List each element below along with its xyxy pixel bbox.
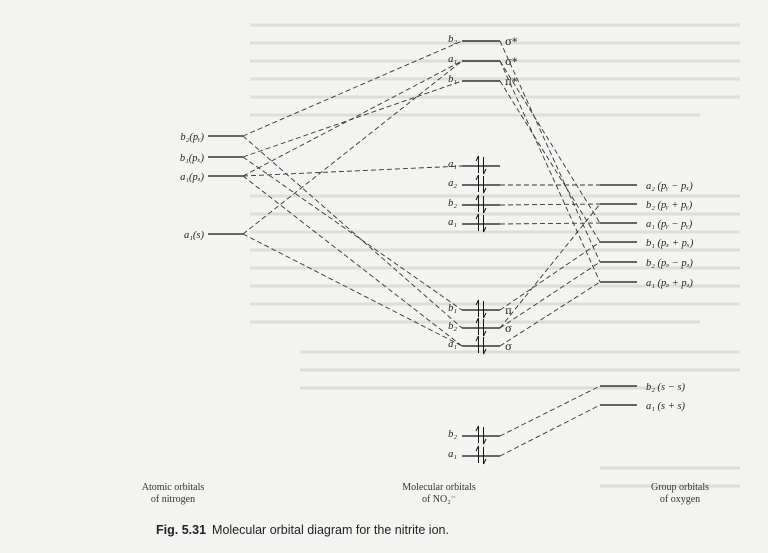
electron-pair [475, 174, 487, 194]
spin-down-arrowhead [483, 168, 487, 175]
correlation-line [499, 404, 601, 457]
correlation-lines [242, 40, 601, 457]
mo-level-label: b₂ [448, 321, 457, 332]
mo-level-label: a₁ [448, 54, 457, 65]
oxygen-level-label: a₁ (s + s) [646, 401, 686, 412]
correlation-line [242, 40, 463, 137]
electron-pair [475, 317, 487, 337]
electron-pair [475, 155, 487, 175]
mo-column-label-line2: of NO₂⁻ [421, 494, 457, 505]
mo-level-label: b₂ [448, 198, 457, 209]
oxygen-column-label-line2: of oxygen [659, 494, 701, 505]
correlation-line [499, 281, 601, 347]
mo-symmetry-tag: π* [505, 76, 518, 88]
oxygen-level-label: a₂ (pᵧ − pₓ) [646, 181, 693, 192]
nitrogen-level-label: b₁(pₓ) [180, 153, 205, 164]
correlation-line [242, 60, 463, 235]
correlation-line [499, 203, 601, 206]
correlation-line [242, 165, 463, 177]
spin-up-arrowhead [475, 174, 479, 181]
oxygen-level-label: a₁ (pₔ + pₔ) [646, 278, 693, 289]
mo-column-label: Molecular orbitals of NO₂⁻ [384, 482, 494, 506]
correlation-line [499, 241, 601, 311]
mo-symmetry-tag: σ* [505, 36, 518, 48]
spin-up-arrowhead [475, 213, 479, 220]
spin-down-arrowhead [483, 312, 487, 319]
spin-up-arrowhead [475, 299, 479, 306]
nitrogen-level-label: a₁(s) [184, 230, 204, 241]
spin-down-arrowhead [483, 207, 487, 214]
correlation-line [499, 222, 601, 225]
nitrogen-level-label: b₂(pᵧ) [180, 132, 204, 143]
figure-number: Fig. 5.31 [156, 523, 207, 537]
mo-level-label: b₂ [448, 34, 457, 45]
correlation-line [242, 156, 463, 311]
mo-column-label-line1: Molecular orbitals [402, 482, 476, 493]
spin-down-arrowhead [483, 330, 487, 337]
correlation-line [242, 175, 463, 347]
oxygen-level-label: b₂ (pₔ − pₔ) [646, 258, 693, 269]
electron-pair [475, 194, 487, 214]
electron-pair [475, 445, 487, 465]
mo-symmetry-tag: σ* [505, 56, 518, 68]
mo-level-label: b₁ [448, 303, 457, 314]
nitrogen-level-label: a₁(pₔ) [180, 172, 204, 183]
correlation-line [499, 80, 601, 243]
oxygen-level-label: b₂ (pᵧ + pᵧ) [646, 200, 693, 211]
spin-up-arrowhead [475, 425, 479, 432]
nitrogen-column-label-line1: Atomic orbitals [141, 482, 205, 493]
energy-levels: b₂(pᵧ) b₁(pₓ) a₁(pₔ) a₁(s) b₂ σ* a₁ σ* b₁ π* a₁ a₂ b… [180, 34, 694, 465]
oxygen-level-label: a₁ (pᵧ − pᵧ) [646, 219, 693, 230]
nitrogen-column-label: Atomic orbitals of nitrogen [128, 482, 218, 506]
correlation-line [499, 385, 601, 437]
mo-level-label: a₁ [448, 159, 457, 170]
spin-down-arrowhead [483, 348, 487, 355]
mo-level-label: b₂ [448, 429, 457, 440]
correlation-line [499, 261, 601, 329]
mo-symmetry-tag: π [505, 305, 512, 317]
correlation-line [242, 135, 463, 329]
correlation-line [242, 60, 463, 177]
spin-down-arrowhead [483, 458, 487, 465]
correlation-line [242, 233, 463, 347]
oxygen-column-label-line1: Group orbitals [650, 482, 710, 493]
spin-up-arrowhead [475, 335, 479, 342]
mo-level-label: a₂ [448, 178, 457, 189]
spin-up-arrowhead [475, 194, 479, 201]
electron-pair [475, 335, 487, 355]
figure-caption: Fig. 5.31 Molecular orbital diagram for t… [156, 523, 449, 537]
electron-pair [475, 425, 487, 445]
oxygen-level-label: b₂ (s − s) [646, 382, 686, 393]
nitrogen-column-label-line2: of nitrogen [150, 494, 196, 505]
figure-caption-text: Molecular orbital diagram for the nitrit… [212, 523, 449, 537]
mo-level-label: a₁ [448, 339, 457, 350]
electron-pair [475, 213, 487, 233]
oxygen-level-label: b₁ (pₓ + pₓ) [646, 238, 694, 249]
correlation-line [499, 60, 601, 283]
spin-up-arrowhead [475, 445, 479, 452]
spin-up-arrowhead [475, 317, 479, 324]
correlation-line [499, 203, 601, 329]
mo-level-label: a₁ [448, 217, 457, 228]
spin-down-arrowhead [483, 438, 487, 445]
spin-down-arrowhead [483, 187, 487, 194]
mo-level-label: a₁ [448, 449, 457, 460]
electron-pair [475, 299, 487, 319]
mo-level-label: b₁ [448, 74, 457, 85]
spin-down-arrowhead [483, 226, 487, 233]
correlation-line [499, 40, 601, 263]
mo-symmetry-tag: σ [505, 341, 512, 353]
spin-up-arrowhead [475, 155, 479, 162]
mo-symmetry-tag: σ [505, 323, 512, 335]
oxygen-column-label: Group orbitals of oxygen [630, 482, 730, 506]
